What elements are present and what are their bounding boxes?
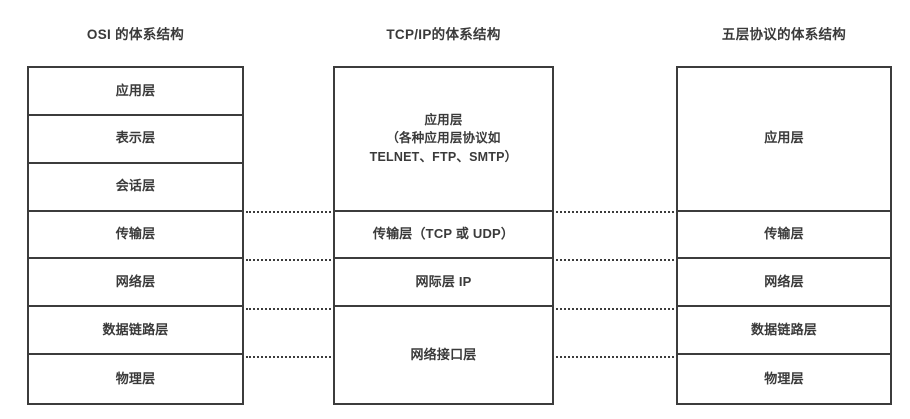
tcpip-layer-application: 应用层 （各种应用层协议如 TELNET、FTP、SMTP） xyxy=(335,68,552,212)
stack-osi: 应用层 表示层 会话层 传输层 网络层 数据链路层 物理层 xyxy=(27,66,244,405)
tcpip-layer-network-interface: 网络接口层 xyxy=(410,346,477,362)
connector-left-transport xyxy=(246,211,331,213)
five-layer-application: 应用层 xyxy=(678,68,890,212)
column-title-tcpip: TCP/IP的体系结构 xyxy=(386,27,501,42)
osi-layer-session: 会话层 xyxy=(29,164,242,212)
osi-layer-physical: 物理层 xyxy=(115,370,156,386)
connector-left-physical xyxy=(246,356,331,358)
tcpip-layer-transport: 传输层（TCP 或 UDP） xyxy=(335,212,552,260)
five-layer-data-link: 数据链路层 xyxy=(678,307,890,356)
connector-right-physical xyxy=(556,356,674,358)
osi-layer-transport: 传输层 xyxy=(29,212,242,260)
osi-layer-network: 网络层 xyxy=(29,259,242,308)
connector-left-data-link xyxy=(246,308,331,310)
connector-left-network xyxy=(246,259,331,261)
five-layer-network: 网络层 xyxy=(678,259,890,308)
column-title-five-layer: 五层协议的体系结构 xyxy=(721,27,847,42)
connector-right-transport xyxy=(556,211,674,213)
osi-layer-application: 应用层 xyxy=(29,68,242,116)
stack-five-layer: 应用层 传输层 网络层 数据链路层 物理层 xyxy=(676,66,892,405)
column-title-osi: OSI 的体系结构 xyxy=(86,27,185,42)
connector-right-data-link xyxy=(556,308,674,310)
five-layer-physical: 物理层 xyxy=(764,370,804,386)
tcpip-layer-internet: 网际层 IP xyxy=(335,259,552,308)
osi-layer-presentation: 表示层 xyxy=(29,116,242,164)
connector-right-network xyxy=(556,259,674,261)
osi-layer-data-link: 数据链路层 xyxy=(29,307,242,356)
five-layer-transport: 传输层 xyxy=(678,212,890,260)
stack-tcpip: 应用层 （各种应用层协议如 TELNET、FTP、SMTP） 传输层（TCP 或… xyxy=(333,66,554,405)
